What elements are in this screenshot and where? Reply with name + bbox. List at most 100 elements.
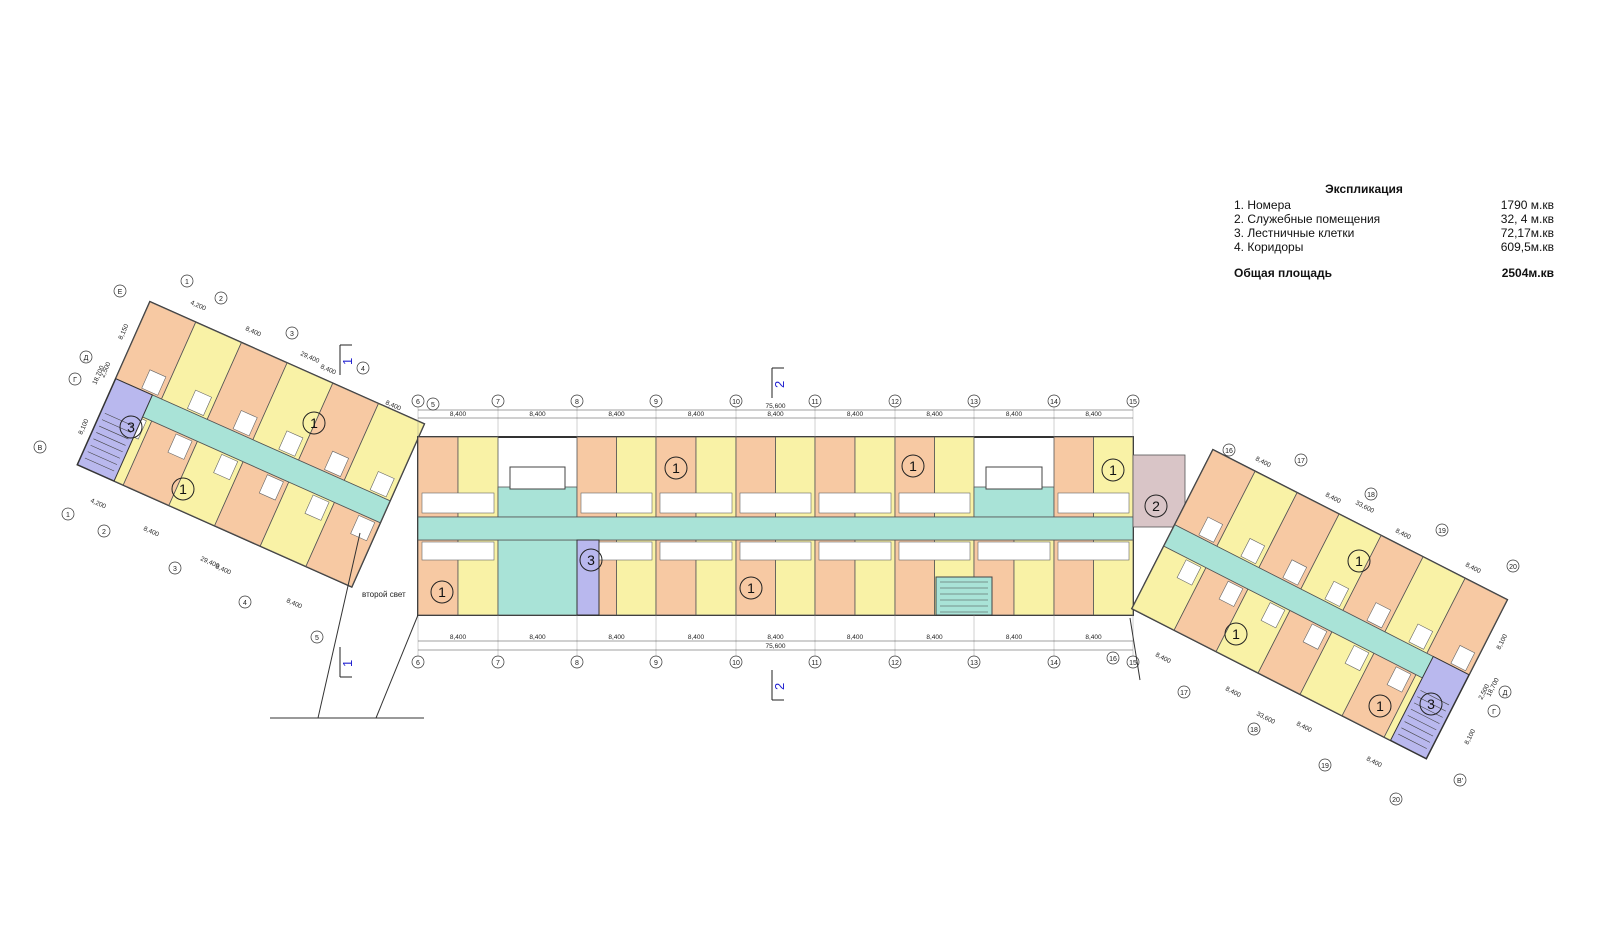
- axis-label: 5: [431, 402, 435, 409]
- dim-label: 8,400: [608, 411, 625, 418]
- axis-bubble: 14: [1047, 394, 1061, 408]
- axis-circle: [168, 561, 182, 575]
- explication-row: 2. Служебные помещения 32, 4 м.кв: [1234, 212, 1554, 226]
- axis-bubble: 2: [97, 524, 111, 538]
- axis-circle: [1435, 523, 1449, 537]
- ground-line: [317, 532, 361, 719]
- axis-bubble: 11: [808, 655, 822, 669]
- explication-legend: Экспликация 1. Номера 1790 м.кв 2. Служе…: [1234, 182, 1554, 280]
- axis-circle: [79, 350, 93, 364]
- stair-step: [96, 432, 126, 446]
- explication-item-label: 3. Лестничные клетки: [1234, 226, 1355, 240]
- bathroom: [278, 430, 304, 457]
- section-mark: 2: [771, 670, 787, 701]
- axis-circle: [1364, 487, 1378, 501]
- explication-item-label: 1. Номера: [1234, 198, 1291, 212]
- dim-label: 8,400: [214, 563, 232, 576]
- dim-label: 8,400: [767, 411, 784, 418]
- axis-bubble: 10: [729, 394, 743, 408]
- bathroom: [898, 492, 971, 514]
- lobby: [973, 486, 1055, 518]
- axis-bubble: 12: [888, 655, 902, 669]
- axis-circle: [238, 595, 252, 609]
- axis-label: 6: [416, 660, 420, 667]
- axis-bubble: Е: [113, 284, 127, 298]
- section-label: 2: [772, 683, 787, 690]
- stair-step: [1401, 727, 1431, 743]
- bathroom: [1198, 516, 1224, 543]
- zone-marker: 3: [579, 548, 603, 572]
- axis-label: Г: [1492, 709, 1496, 716]
- zone-circle: [119, 415, 143, 439]
- bathroom: [141, 369, 167, 396]
- axis-label: 11: [811, 660, 818, 667]
- axis-bubble: 19: [1435, 523, 1449, 537]
- ground-line: [375, 614, 419, 719]
- zone-circle: [664, 456, 688, 480]
- bathroom: [232, 410, 258, 437]
- axis-bubble: Д: [79, 350, 93, 364]
- axis-bubble: 20: [1506, 559, 1520, 573]
- zone-marker: 1: [302, 411, 326, 435]
- zone-number: 3: [1427, 696, 1435, 712]
- section-mark: 2: [771, 367, 787, 398]
- dim-label: 8,400: [1365, 756, 1383, 770]
- zone-marker: 1: [1101, 458, 1125, 482]
- dim-label: 8,400: [926, 411, 943, 418]
- dimension-lines: 667788991010111112121313141415158,4008,4…: [33, 274, 1520, 806]
- dim-label: 8,400: [847, 411, 864, 418]
- section-label: 1: [340, 660, 355, 667]
- axis-bubble: 13: [967, 655, 981, 669]
- zone-marker: 2: [1144, 494, 1168, 518]
- bathroom: [258, 474, 284, 501]
- dim-label: 8,100: [1496, 633, 1510, 651]
- zone-number: 1: [747, 580, 755, 596]
- axis-circle: [1453, 773, 1467, 787]
- bathroom: [324, 450, 349, 477]
- axis-label: 4: [361, 366, 365, 373]
- axis-bubble: 3: [285, 326, 299, 340]
- axis-circle: [1498, 685, 1512, 699]
- ground-line: [1129, 617, 1141, 681]
- left-wing: [76, 300, 426, 588]
- total-area-value: 2504м.кв: [1501, 266, 1554, 280]
- axis-bubble: 19: [1318, 758, 1332, 772]
- axis-label: 20: [1509, 564, 1517, 571]
- axis-label: 4: [243, 600, 247, 607]
- bathroom: [421, 492, 495, 514]
- dim-label: 33,600: [1255, 711, 1276, 726]
- axis-bubble: Г: [1487, 704, 1501, 718]
- bathroom: [898, 541, 971, 561]
- zone-marker: 1: [901, 454, 925, 478]
- bathroom: [187, 389, 212, 416]
- section-mark: 1: [339, 647, 355, 678]
- axis-bubble: 9: [649, 655, 663, 669]
- explication-item-label: 2. Служебные помещения: [1234, 212, 1381, 226]
- bathroom: [1324, 580, 1350, 607]
- axis-label: 8: [575, 660, 579, 667]
- dim-label: 8,400: [1224, 686, 1242, 700]
- axis-label: 13: [970, 399, 978, 406]
- zone-marker: 1: [430, 580, 454, 604]
- axis-bubble: 8: [570, 394, 584, 408]
- explication-item-value: 32, 4 м.кв: [1500, 212, 1554, 226]
- zone-circle: [1101, 458, 1125, 482]
- axis-bubble: 4: [356, 361, 370, 375]
- explication-total: Общая площадь 2504м.кв: [1234, 266, 1554, 280]
- axis-bubble: 18: [1247, 722, 1261, 736]
- zone-circle: [579, 548, 603, 572]
- axis-label: 7: [496, 399, 500, 406]
- explication-row: 4. Коридоры 609,5м.кв: [1234, 240, 1554, 254]
- axis-label: В: [38, 445, 43, 452]
- zone-number: 1: [179, 481, 187, 497]
- dim-label: 8,400: [285, 597, 303, 610]
- axis-bubble: 18: [1364, 487, 1378, 501]
- dim-label: 8,400: [319, 363, 337, 376]
- axis-bubble: 8: [570, 655, 584, 669]
- axis-bubble: 15: [1126, 394, 1140, 408]
- elevator-block: [985, 466, 1043, 490]
- bathroom: [1408, 623, 1434, 650]
- axis-label: 18: [1250, 727, 1258, 734]
